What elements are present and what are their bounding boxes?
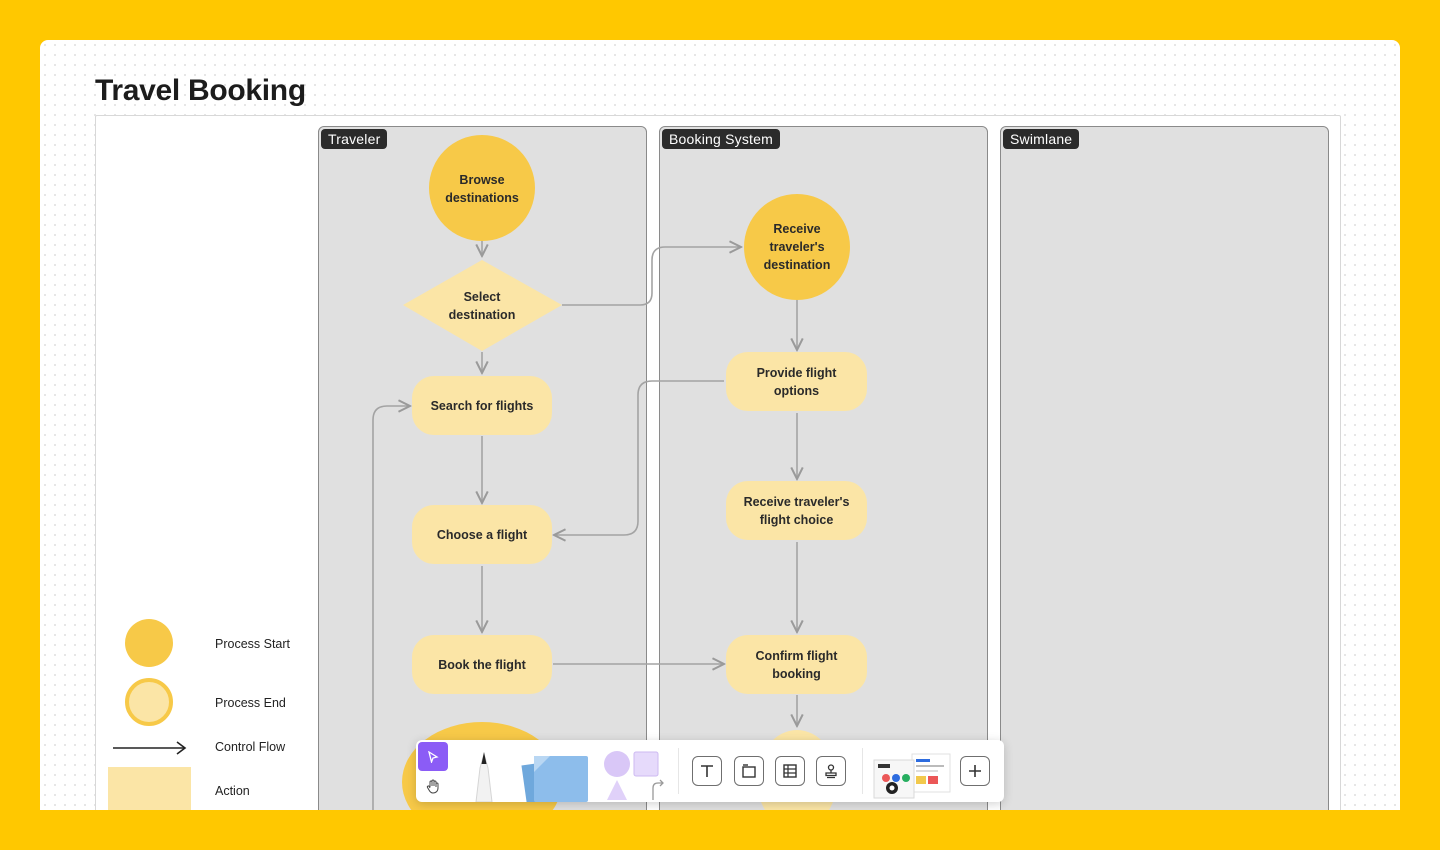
hand-tool-button[interactable] xyxy=(418,771,448,800)
templates-button[interactable] xyxy=(872,750,954,800)
stamp-icon xyxy=(825,764,837,779)
node-choose-flight xyxy=(412,505,552,564)
legend-control-flow: Control Flow xyxy=(215,740,286,754)
node-text-select: Select destination xyxy=(448,290,516,322)
legend-end-symbol xyxy=(125,678,173,726)
legend-start-symbol xyxy=(125,619,173,667)
whiteboard-canvas[interactable]: Travel Booking Traveler Booking System S… xyxy=(40,40,1400,810)
connector-loop-back xyxy=(372,406,410,810)
cursor-icon xyxy=(428,750,439,763)
node-text-confirm: Confirm flight booking xyxy=(755,648,838,681)
lane-label-booking-system[interactable]: Booking System xyxy=(662,129,780,149)
shapes-icon xyxy=(604,751,664,800)
connector-provide-choose xyxy=(554,380,724,535)
node-text-choose: Choose a flight xyxy=(436,527,528,542)
stamp-tool-button[interactable] xyxy=(816,756,846,786)
node-text-search: Search for flights xyxy=(430,398,534,413)
templates-icon xyxy=(873,753,951,799)
node-text-provide: Provide flight options xyxy=(756,365,837,398)
hand-icon xyxy=(426,779,439,794)
add-more-button[interactable] xyxy=(960,756,990,786)
sticky-note-icon xyxy=(521,756,588,806)
toolbar-separator xyxy=(678,748,679,794)
pen-tool-button[interactable] xyxy=(466,746,502,803)
table-tool-button[interactable] xyxy=(775,756,805,786)
node-text-receive-choice: Receive traveler's flight choice xyxy=(743,494,850,527)
node-receive-destination xyxy=(744,194,850,300)
board-title: Travel Booking xyxy=(95,74,306,107)
legend-process-start: Process Start xyxy=(215,637,291,651)
lane-label-swimlane[interactable]: Swimlane xyxy=(1003,129,1080,149)
connector-select-receive xyxy=(562,247,741,306)
legend-process-end: Process End xyxy=(215,696,286,710)
node-browse-destinations xyxy=(429,135,535,241)
flow-diagram xyxy=(108,135,867,810)
node-confirm-booking xyxy=(726,635,867,694)
legend-action: Action xyxy=(215,784,250,798)
table-icon xyxy=(783,764,797,778)
frame-tool-button[interactable] xyxy=(734,756,764,786)
node-text-receive-destination: Receive traveler's destination xyxy=(763,222,831,272)
select-tool-button[interactable] xyxy=(418,742,448,771)
sticky-notes-button[interactable] xyxy=(516,750,592,806)
text-icon xyxy=(701,765,713,777)
node-text-book: Book the flight xyxy=(438,657,526,672)
legend-action-symbol xyxy=(108,767,191,810)
pen-icon xyxy=(475,752,493,803)
creation-toolbar xyxy=(416,740,1004,806)
node-book-flight xyxy=(412,635,552,694)
shapes-button[interactable] xyxy=(601,750,671,800)
node-provide-options xyxy=(726,352,867,411)
node-search-flights xyxy=(412,376,552,435)
node-select-destination xyxy=(403,260,562,351)
lane-label-traveler[interactable]: Traveler xyxy=(321,129,388,149)
node-receive-choice xyxy=(726,481,867,540)
node-text-browse: Browse destinations xyxy=(445,173,519,205)
frame-icon xyxy=(742,764,756,778)
text-tool-button[interactable] xyxy=(692,756,722,786)
toolbar-separator xyxy=(862,748,863,794)
swimlane-empty[interactable]: Swimlane xyxy=(1000,126,1329,810)
plus-icon xyxy=(969,765,981,777)
